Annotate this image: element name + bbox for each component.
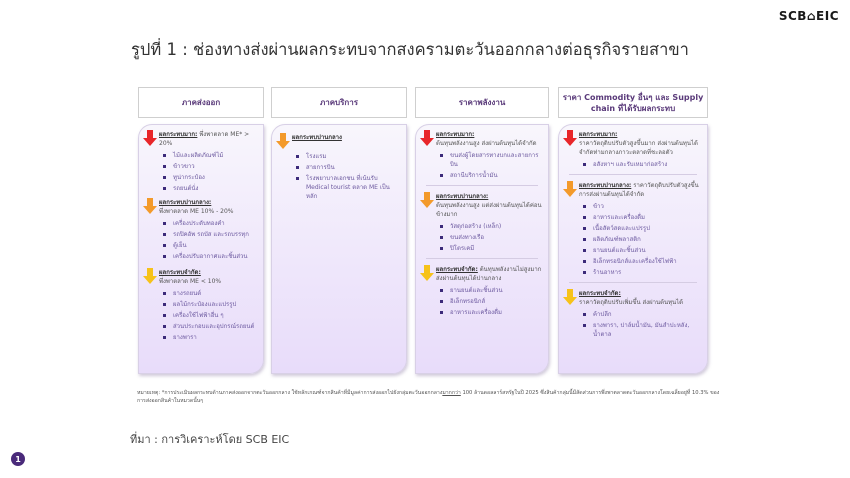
- section-title: ผลกระทบปานกลาง: [292, 134, 342, 141]
- yellow-down-arrow-icon: [563, 289, 577, 305]
- list-item: ไม้และผลิตภัณฑ์ไม้: [163, 151, 257, 160]
- list-item: อาหารและเครื่องดื่ม: [583, 213, 701, 222]
- section-title: ผลกระทบมาก:: [436, 131, 475, 138]
- footnote-suffix: 100 ล้านดอลลาร์สหรัฐในปี 2025 ซึ่งสินค้า…: [137, 390, 720, 404]
- red-down-arrow-icon: [563, 130, 577, 146]
- section-desc: ราคาวัตถุดิบปรับตัวสูงขึ้น การส่งผ่านต้น…: [579, 182, 699, 198]
- list-item: ผลไม้กระป๋องและแปรรูป: [163, 300, 257, 309]
- list-item: ยางพารา: [163, 333, 257, 342]
- list-item: ยานยนต์และชิ้นส่วน: [440, 286, 542, 295]
- list-item: เครื่องประดับทองคำ: [163, 219, 257, 228]
- section-desc: ต้นทุนพลังงานไม่สูงมาก ส่งผ่านต้นทุนได้ป…: [436, 266, 542, 282]
- section-title: ผลกระทบจำกัด:: [436, 266, 478, 273]
- section-desc: ราคาวัตถุดิบปรับเพิ่มขึ้น ส่งผ่านต้นทุนไ…: [579, 299, 684, 306]
- card-exports: ผลกระทบมาก: พึ่งพาตลาด ME* > 20% ไม้และผ…: [138, 124, 264, 374]
- list-item: อิเล็กทรอนิกส์: [440, 297, 542, 306]
- list-item: สายการบิน: [296, 163, 400, 172]
- list-item: สถานีบริการน้ำมัน: [440, 171, 542, 180]
- list-item: ทูน่ากระป๋อง: [163, 173, 257, 182]
- list-item: รถปิคอัพ รถบัส และรถบรรทุก: [163, 230, 257, 239]
- red-down-arrow-icon: [143, 130, 157, 146]
- list-item: อสังหาฯ และรับเหมาก่อสร้าง: [583, 160, 701, 169]
- section-title: ผลกระทบปานกลาง:: [159, 199, 212, 206]
- column-header-energy-price: ราคาพลังงาน: [415, 87, 549, 118]
- section-divider: [426, 258, 538, 259]
- list-item: เครื่องปรับอากาศและชิ้นส่วน: [163, 252, 257, 261]
- footnote: หมายเหตุ: *การประเมินผลกระทบด้านภาคส่งออ…: [137, 389, 722, 405]
- section-desc: พึ่งพาตลาด ME 10% - 20%: [159, 208, 234, 215]
- yellow-down-arrow-icon: [143, 268, 157, 284]
- section-divider: [426, 185, 538, 186]
- list-item: ส่วนประกอบและอุปกรณ์รถยนต์: [163, 322, 257, 331]
- section-medium-impact: ผลกระทบปานกลาง: ราคาวัตถุดิบปรับตัวสูงขึ…: [563, 181, 701, 277]
- section-medium-impact: ผลกระทบปานกลาง: ต้นทุนพลังงานสูง แต่ส่งผ…: [420, 192, 542, 253]
- list-item: ยานยนต์และชิ้นส่วน: [583, 246, 701, 255]
- section-desc: ต้นทุนพลังงานสูง ส่งผ่านต้นทุนได้จำกัด: [436, 140, 537, 147]
- section-desc: ราคาวัตถุดิบปรับตัวสูงขึ้นมาก ส่งผ่านต้น…: [579, 140, 698, 156]
- footnote-prefix: หมายเหตุ: *การประเมินผลกระทบด้านภาคส่งออ…: [137, 390, 443, 396]
- list-item: ข้าว: [583, 202, 701, 211]
- list-item: อิเล็กทรอนิกส์และเครื่องใช้ไฟฟ้า: [583, 257, 701, 266]
- list-item: ข้าวขาว: [163, 162, 257, 171]
- column-header-exports: ภาคส่งออก: [138, 87, 264, 118]
- list-item: ยางพารา, ปาล์มน้ำมัน, มันสำปะหลัง, น้ำตา…: [583, 321, 701, 339]
- list-item: ค้าปลีก: [583, 310, 701, 319]
- list-item: เครื่องใช้ไฟฟ้าอื่น ๆ: [163, 311, 257, 320]
- card-energy-price: ผลกระทบมาก: ต้นทุนพลังงานสูง ส่งผ่านต้นท…: [415, 124, 549, 374]
- column-header-commodity: ราคา Commodity อื่นๆ และ Supply chain ที…: [558, 87, 708, 118]
- section-title: ผลกระทบจำกัด:: [159, 269, 201, 276]
- orange-down-arrow-icon: [563, 181, 577, 197]
- section-title: ผลกระทบมาก:: [159, 131, 198, 138]
- footnote-underlined: มากกว่า: [442, 390, 461, 396]
- section-high-impact: ผลกระทบมาก: ต้นทุนพลังงานสูง ส่งผ่านต้นท…: [420, 130, 542, 180]
- list-item: ผลิตภัณฑ์พลาสติก: [583, 235, 701, 244]
- list-item: ตู้เย็น: [163, 241, 257, 250]
- red-down-arrow-icon: [420, 130, 434, 146]
- section-divider: [569, 282, 697, 283]
- list-item: อาหารและเครื่องดื่ม: [440, 308, 542, 317]
- source-note: ที่มา : การวิเคราะห์โดย SCB EIC: [130, 433, 290, 446]
- section-title: ผลกระทบมาก:: [579, 131, 618, 138]
- orange-down-arrow-icon: [143, 198, 157, 214]
- page-number-badge: 1: [11, 452, 25, 466]
- section-high-impact: ผลกระทบมาก: ราคาวัตถุดิบปรับตัวสูงขึ้นมา…: [563, 130, 701, 169]
- list-item: ยางรถยนต์: [163, 289, 257, 298]
- column-header-services: ภาคบริการ: [271, 87, 407, 118]
- section-medium-impact: ผลกระทบปานกลาง: พึ่งพาตลาด ME 10% - 20% …: [143, 198, 257, 261]
- yellow-down-arrow-icon: [420, 265, 434, 281]
- list-item: วัสดุก่อสร้าง (เหล็ก): [440, 222, 542, 231]
- section-limited-impact: ผลกระทบจำกัด: ต้นทุนพลังงานไม่สูงมาก ส่ง…: [420, 265, 542, 317]
- section-high-impact: ผลกระทบมาก: พึ่งพาตลาด ME* > 20% ไม้และผ…: [143, 130, 257, 193]
- card-services: ผลกระทบปานกลาง โรงแรม สายการบิน โรงพยาบา…: [271, 124, 407, 374]
- section-limited-impact: ผลกระทบจำกัด: ราคาวัตถุดิบปรับเพิ่มขึ้น …: [563, 289, 701, 339]
- orange-down-arrow-icon: [276, 133, 290, 149]
- section-title: ผลกระทบปานกลาง:: [579, 182, 632, 189]
- list-item: โรงพยาบาลเอกชน ที่เน้นรับ Medical touris…: [296, 174, 400, 201]
- section-title: ผลกระทบปานกลาง:: [436, 193, 489, 200]
- list-item: ขนส่งทางเรือ: [440, 233, 542, 242]
- scb-eic-logo: SCB⌂EIC: [778, 9, 839, 23]
- section-desc: พึ่งพาตลาด ME < 10%: [159, 278, 222, 285]
- section-desc: พึ่งพาตลาด ME* > 20%: [159, 131, 250, 147]
- list-item: รถยนต์นั่ง: [163, 184, 257, 193]
- figure-title: รูปที่ 1 : ช่องทางส่งผ่านผลกระทบจากสงครา…: [131, 40, 689, 59]
- list-item: ร้านอาหาร: [583, 268, 701, 277]
- section-title: ผลกระทบจำกัด:: [579, 290, 621, 297]
- section-limited-impact: ผลกระทบจำกัด: พึ่งพาตลาด ME < 10% ยางรถย…: [143, 268, 257, 342]
- list-item: โรงแรม: [296, 152, 400, 161]
- list-item: เนื้อสัตว์สดและแปรรูป: [583, 224, 701, 233]
- list-item: ปิโตรเคมี: [440, 244, 542, 253]
- card-commodity-supply-chain: ผลกระทบมาก: ราคาวัตถุดิบปรับตัวสูงขึ้นมา…: [558, 124, 708, 374]
- section-medium-impact: ผลกระทบปานกลาง โรงแรม สายการบิน โรงพยาบา…: [276, 133, 400, 201]
- section-divider: [569, 174, 697, 175]
- list-item: ขนส่งผู้โดยสารทางบกและสายการบิน: [440, 151, 542, 169]
- section-desc: ต้นทุนพลังงานสูง แต่ส่งผ่านต้นทุนได้ค่อน…: [436, 202, 542, 218]
- orange-down-arrow-icon: [420, 192, 434, 208]
